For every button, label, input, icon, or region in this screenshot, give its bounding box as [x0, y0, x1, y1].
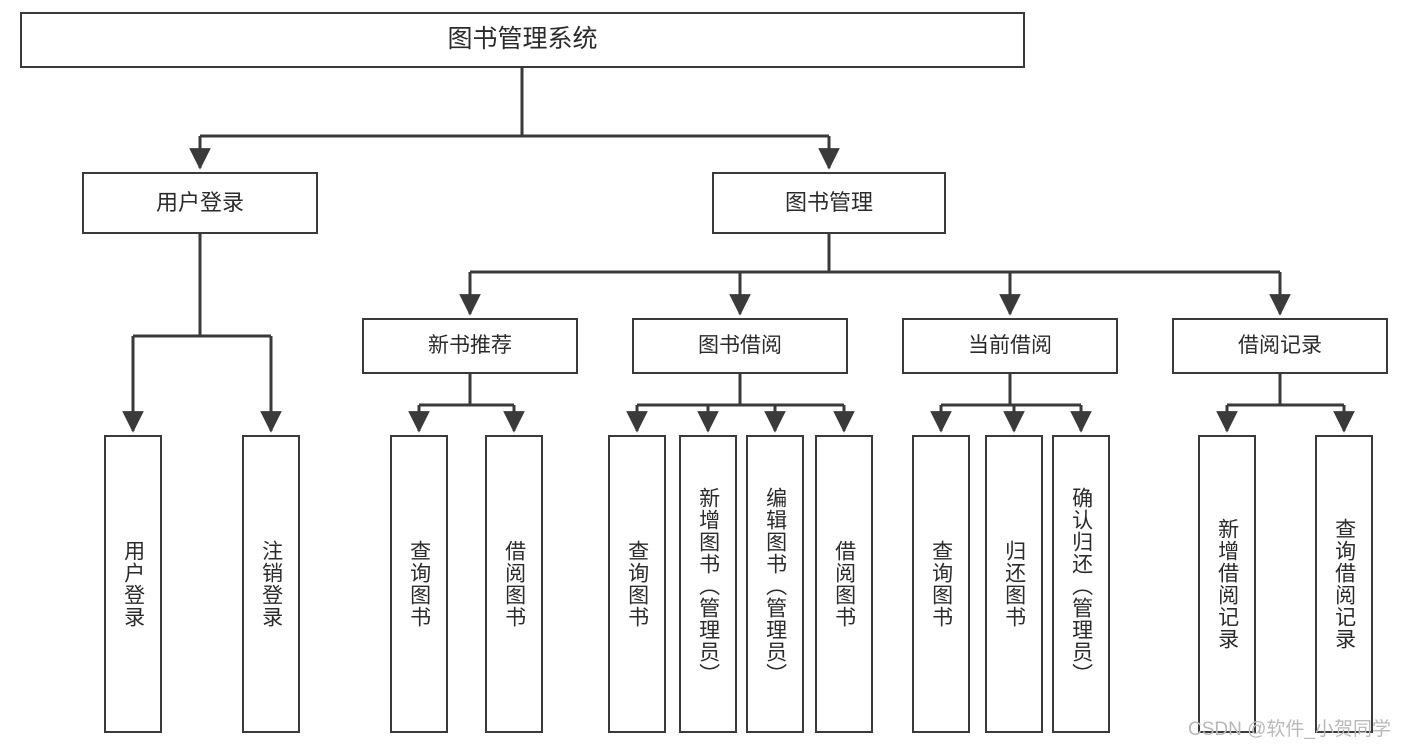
node-leaf-edit-book-label: 编辑图书（管理员）: [763, 487, 787, 685]
node-leaf-edit-book[interactable]: 编辑图书（管理员）: [746, 435, 804, 733]
node-leaf-user-logout[interactable]: 注销登录: [242, 435, 300, 733]
node-leaf-query-book-3-label: 查询图书: [929, 540, 953, 628]
node-group-new-book-rec[interactable]: 新书推荐: [362, 318, 578, 374]
node-leaf-borrow-book-2-label: 借阅图书: [832, 540, 856, 628]
node-group-current-borrow-label: 当前借阅: [968, 333, 1052, 357]
node-leaf-query-book-3[interactable]: 查询图书: [912, 435, 970, 733]
node-branch-user-login-label: 用户登录: [155, 190, 244, 216]
node-leaf-query-book-1[interactable]: 查询图书: [390, 435, 448, 733]
node-leaf-user-login-label: 用户登录: [121, 540, 145, 628]
node-leaf-return-book[interactable]: 归还图书: [985, 435, 1043, 733]
node-leaf-borrow-book-1-label: 借阅图书: [502, 540, 526, 628]
node-branch-book-manage-label: 图书管理: [784, 190, 873, 216]
node-branch-book-manage[interactable]: 图书管理: [712, 172, 946, 234]
node-leaf-add-record-label: 新增借阅记录: [1215, 518, 1239, 650]
node-leaf-query-book-1-label: 查询图书: [407, 540, 431, 628]
node-group-book-borrow-label: 图书借阅: [698, 333, 782, 357]
node-group-book-borrow[interactable]: 图书借阅: [632, 318, 848, 374]
node-leaf-add-record[interactable]: 新增借阅记录: [1198, 435, 1256, 733]
node-leaf-return-book-label: 归还图书: [1002, 540, 1026, 628]
node-leaf-confirm-return[interactable]: 确认归还（管理员）: [1052, 435, 1110, 733]
node-leaf-add-book-label: 新增图书（管理员）: [696, 487, 720, 685]
node-branch-user-login[interactable]: 用户登录: [82, 172, 318, 234]
node-group-borrow-record-label: 借阅记录: [1238, 333, 1322, 357]
node-leaf-borrow-book-1[interactable]: 借阅图书: [485, 435, 543, 733]
node-leaf-add-book[interactable]: 新增图书（管理员）: [679, 435, 737, 733]
node-leaf-confirm-return-label: 确认归还（管理员）: [1069, 487, 1093, 685]
node-group-new-book-rec-label: 新书推荐: [428, 333, 512, 357]
node-leaf-borrow-book-2[interactable]: 借阅图书: [815, 435, 873, 733]
node-group-current-borrow[interactable]: 当前借阅: [902, 318, 1118, 374]
node-leaf-query-record[interactable]: 查询借阅记录: [1315, 435, 1373, 733]
node-leaf-query-book-2[interactable]: 查询图书: [608, 435, 666, 733]
node-root-label: 图书管理系统: [447, 25, 598, 54]
node-group-borrow-record[interactable]: 借阅记录: [1172, 318, 1388, 374]
node-leaf-user-logout-label: 注销登录: [259, 540, 283, 628]
node-leaf-query-book-2-label: 查询图书: [625, 540, 649, 628]
node-leaf-query-record-label: 查询借阅记录: [1332, 518, 1356, 650]
node-leaf-user-login[interactable]: 用户登录: [104, 435, 162, 733]
node-root[interactable]: 图书管理系统: [20, 12, 1025, 68]
